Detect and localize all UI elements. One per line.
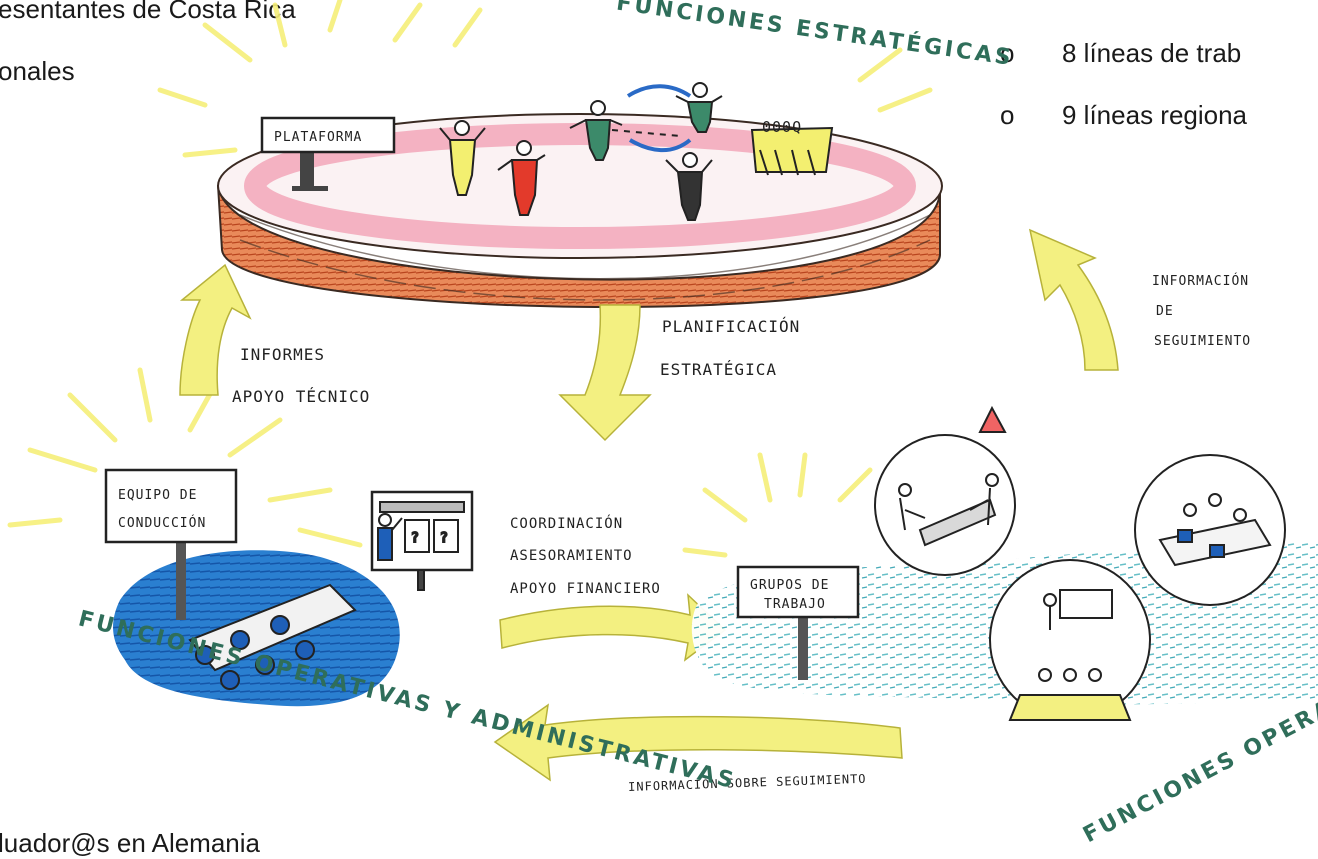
team-sign-line2: CONDUCCIÓN xyxy=(118,515,206,531)
label-seguimiento: SEGUIMIENTO xyxy=(1154,334,1251,349)
bullet-marker-1: o xyxy=(1000,38,1015,68)
label-coordinacion: COORDINACIÓN xyxy=(510,514,623,532)
person-dark xyxy=(665,152,713,221)
arrow-down-center xyxy=(558,304,652,442)
board-mark-2: ? xyxy=(440,531,449,546)
scene-construction xyxy=(874,405,1016,576)
right-bullet-1: 8 líneas de trab xyxy=(1062,38,1242,68)
label-planificacion: PLANIFICACIÓN xyxy=(662,317,800,336)
crowd-speech: 000Q xyxy=(762,118,802,136)
platform-sign: PLATAFORMA xyxy=(260,116,396,191)
slide-text-top-left-2: onales xyxy=(0,56,75,86)
groups-sign-line1: GRUPOS DE xyxy=(750,578,829,593)
label-informacion: INFORMACIÓN xyxy=(1152,273,1249,289)
strategic-functions-title: FUNCIONES ESTRATÉGICAS xyxy=(615,0,1015,71)
arrow-up-right xyxy=(1028,228,1119,371)
exchange-arrow-bottom xyxy=(628,138,692,153)
person-green-right xyxy=(675,82,723,133)
glow-rays-team xyxy=(7,367,363,548)
arrow-left-back xyxy=(493,703,903,782)
team-sign: EQUIPO DE CONDUCCIÓN xyxy=(104,468,238,620)
label-de: DE xyxy=(1156,304,1174,319)
scene-meeting xyxy=(1134,454,1286,606)
right-bullet-2: 9 líneas regiona xyxy=(1062,100,1248,130)
board-mark-1: ? xyxy=(411,531,420,546)
label-asesoramiento: ASESORAMIENTO xyxy=(510,548,633,564)
glow-rays-groups xyxy=(682,452,873,558)
arrow-right-forward xyxy=(499,593,727,662)
person-red xyxy=(497,140,546,216)
scene-classroom xyxy=(989,559,1151,721)
person-green-left xyxy=(569,100,623,161)
presenter-board: ? ? xyxy=(370,490,474,591)
person-yellow xyxy=(439,120,486,196)
glow-rays-platform xyxy=(157,0,933,158)
crowd-group xyxy=(750,126,834,176)
groups-sign: GRUPOS DE TRABAJO xyxy=(736,565,860,680)
label-estrategica: ESTRATÉGICA xyxy=(660,360,777,379)
label-apoyo-tecnico: APOYO TÉCNICO xyxy=(232,387,370,406)
slide-text-top-left-1: esentantes de Costa Rica xyxy=(0,0,296,24)
exchange-arrow-top xyxy=(626,84,692,98)
groups-sign-line2: TRABAJO xyxy=(764,597,826,612)
platform-people xyxy=(439,82,834,221)
team-sign-line1: EQUIPO DE xyxy=(118,488,197,503)
label-informes: INFORMES xyxy=(240,345,325,364)
platform-sign-label: PLATAFORMA xyxy=(274,130,362,145)
label-apoyo-financiero: APOYO FINANCIERO xyxy=(510,581,661,597)
meeting-table xyxy=(188,583,357,690)
arrow-up-left xyxy=(179,263,252,396)
bullet-marker-2: o xyxy=(1000,100,1015,130)
